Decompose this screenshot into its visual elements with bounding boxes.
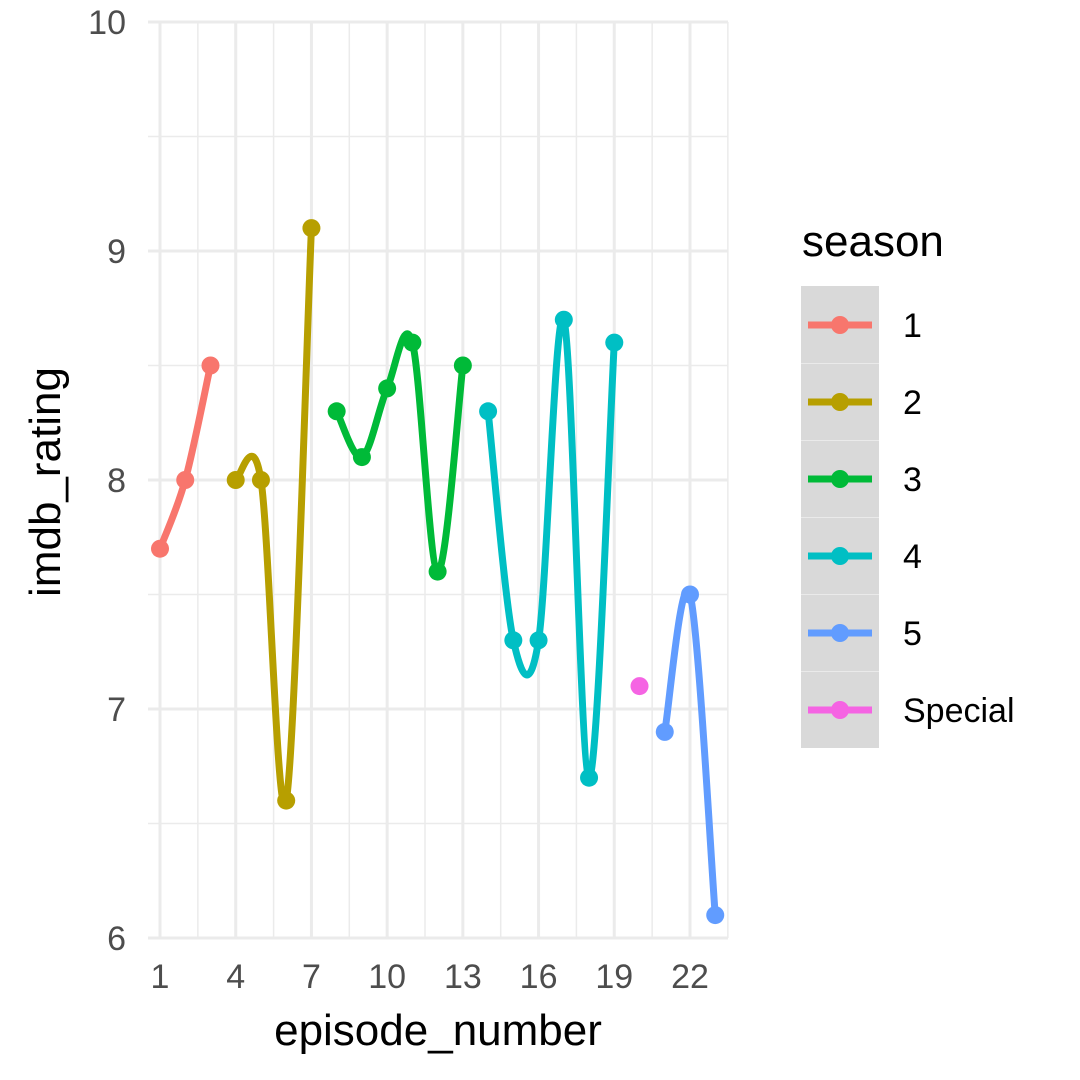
data-point-2 [277, 791, 296, 810]
data-point-4 [580, 768, 599, 787]
data-point-5 [681, 585, 699, 604]
legend-key-point [831, 624, 849, 642]
legend-label: 2 [903, 384, 922, 422]
x-tick-label: 13 [444, 958, 482, 996]
data-point-2 [226, 471, 245, 489]
x-tick-label: 16 [520, 958, 558, 996]
data-point-5 [655, 722, 674, 741]
data-point-2 [251, 471, 270, 489]
legend-key-point [831, 701, 849, 719]
y-axis-title: imdb_rating [21, 367, 70, 597]
data-point-3 [352, 448, 371, 467]
legend-key-background [801, 286, 879, 748]
y-tick-label: 10 [88, 4, 126, 42]
legend-label: 4 [903, 538, 922, 576]
x-tick-label: 1 [151, 958, 170, 996]
y-tick-label: 9 [107, 233, 126, 271]
legend-label: 1 [903, 307, 922, 345]
data-point-4 [529, 631, 548, 650]
x-axis-ticks: 1 4 7 10 13 16 19 22 [151, 958, 709, 996]
data-point-3 [378, 379, 397, 398]
legend-title: season [802, 217, 944, 266]
x-tick-label: 4 [226, 958, 245, 996]
x-tick-label: 19 [595, 958, 633, 996]
data-point-4 [479, 402, 498, 421]
legend-label: 3 [903, 461, 922, 499]
data-point-3 [327, 402, 346, 421]
data-point-5 [706, 906, 725, 925]
x-tick-label: 7 [302, 958, 321, 996]
data-point-2 [302, 219, 321, 238]
legend-key-point [831, 547, 849, 565]
x-axis-title: episode_number [274, 1006, 602, 1055]
data-point-4 [554, 310, 573, 329]
data-point-1 [176, 471, 195, 489]
y-tick-label: 8 [107, 462, 126, 500]
data-point-4 [605, 333, 624, 352]
data-point-3 [428, 562, 447, 581]
data-point-3 [403, 333, 422, 352]
data-point-3 [453, 356, 472, 375]
legend-label: Special [903, 692, 1015, 730]
series-line-2 [232, 224, 315, 808]
x-tick-label: 10 [368, 958, 406, 996]
legend-label: 5 [903, 615, 922, 653]
x-tick-label: 22 [671, 958, 709, 996]
data-point-special [630, 677, 649, 696]
legend-key-point [831, 316, 849, 334]
y-tick-label: 6 [107, 920, 126, 958]
y-axis-ticks: 6 7 8 9 10 [88, 4, 126, 958]
y-tick-label: 7 [107, 691, 126, 729]
data-point-4 [504, 631, 523, 650]
data-point-1 [151, 539, 169, 558]
legend-key-point [831, 393, 849, 411]
series-layer [151, 219, 725, 925]
legend-key-point [831, 470, 849, 488]
data-point-1 [201, 356, 220, 375]
